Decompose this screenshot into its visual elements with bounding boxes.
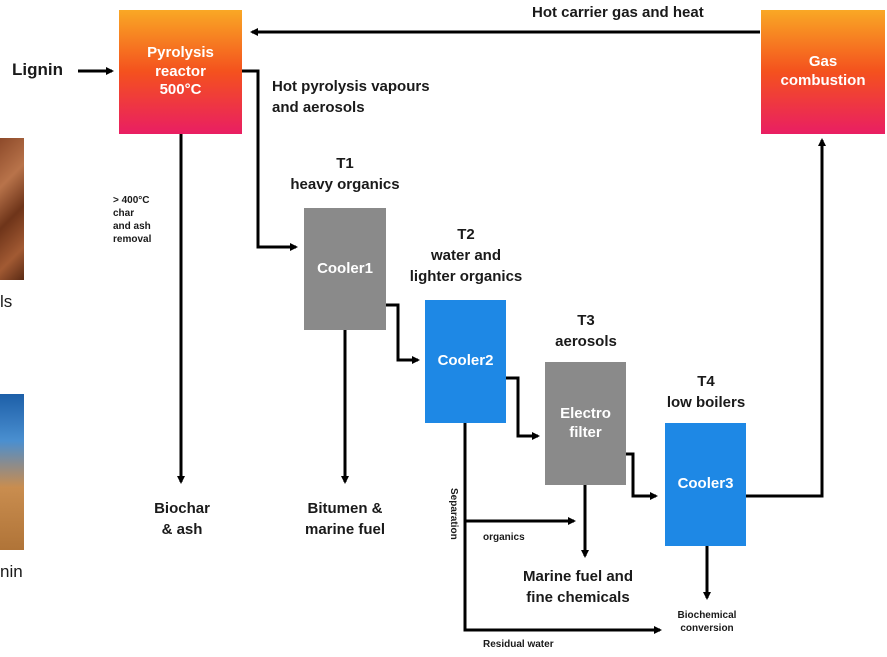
wood-pellets-photo	[0, 138, 24, 280]
hot-gas-label: Hot carrier gas and heat	[532, 4, 704, 21]
arrow-vapours	[242, 69, 298, 251]
vapours-label: Hot pyrolysis vapours and aerosols	[272, 78, 430, 116]
separation-label: Separation	[448, 488, 459, 540]
t1-label: T1 heavy organics	[290, 155, 400, 193]
biochar-output-label: Biochar & ash	[154, 500, 210, 538]
arrow-c1-c2	[386, 303, 420, 364]
residual-water-label: Residual water	[483, 639, 554, 650]
char-removal-label: > 400°C char and ash removal	[113, 195, 152, 245]
t2-label: T2 water and lighter organics	[409, 226, 523, 285]
input-lignin-label: Lignin	[12, 60, 63, 79]
t4-label: T4 low boilers	[666, 373, 746, 411]
bitumen-output-label: Bitumen & marine fuel	[304, 500, 386, 538]
marine-fuel-output-label: Marine fuel and fine chemicals	[522, 568, 634, 606]
arrow-c3-gas	[746, 138, 826, 498]
cooler1-box: Cooler1	[304, 208, 386, 330]
arrow-ef-c3	[626, 452, 658, 500]
arrow-residual-water	[463, 423, 662, 634]
lignin-site-photo	[0, 394, 24, 550]
side-caption-top: ls	[0, 292, 13, 311]
pyrolysis-reactor-box: Pyrolysis reactor 500°C	[119, 10, 242, 134]
biochemical-output-label: Biochemical conversion	[677, 610, 737, 634]
gas-combustion-box: Gas combustion	[761, 10, 885, 134]
cooler2-box: Cooler2	[425, 300, 506, 423]
arrow-c2-ef	[506, 376, 540, 440]
organics-label: organics	[483, 532, 525, 543]
electro-filter-box: Electro filter	[545, 362, 626, 485]
cooler3-box: Cooler3	[665, 423, 746, 546]
side-caption-bottom: nin	[0, 562, 23, 581]
t3-label: T3 aerosols	[555, 312, 617, 350]
